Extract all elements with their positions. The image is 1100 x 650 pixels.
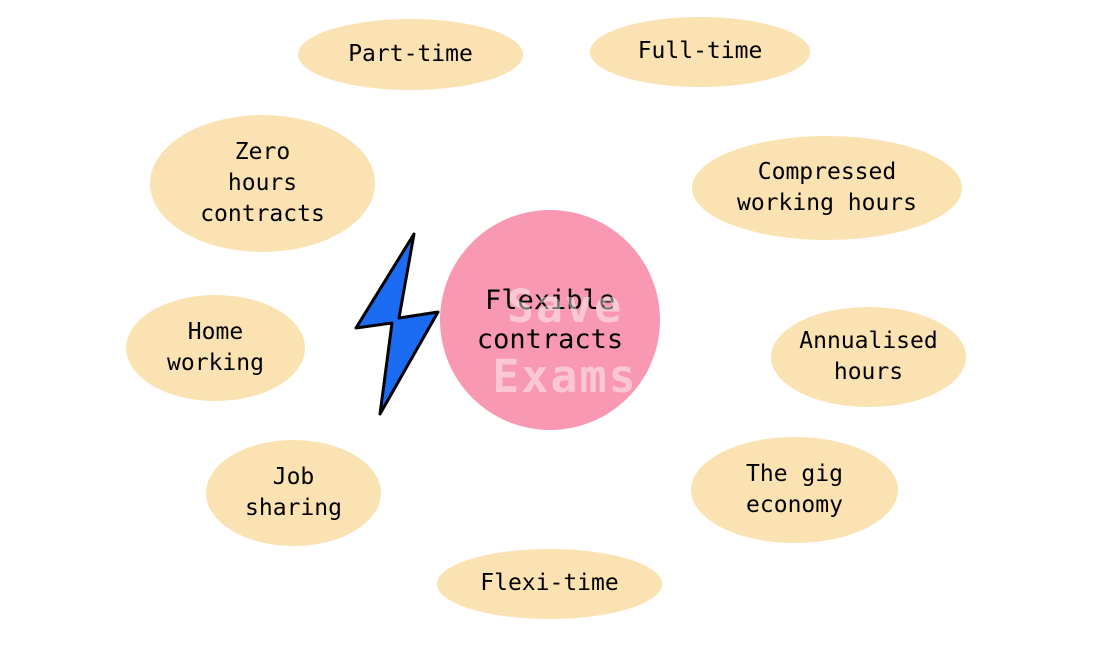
node-compressed-working-hours: Compressed working hours (692, 136, 962, 240)
node-home-working: Home working (126, 295, 305, 401)
lightning-bolt-icon (354, 232, 440, 416)
node-the-gig-economy: The gig economy (691, 437, 898, 543)
node-job-sharing: Job sharing (206, 440, 381, 546)
node-annualised-hours: Annualised hours (771, 307, 966, 407)
center-node-flexible-contracts: Flexible contracts (440, 210, 660, 430)
node-zero-hours-contracts: Zero hours contracts (150, 115, 375, 252)
node-part-time: Part-time (298, 19, 523, 90)
node-full-time: Full-time (590, 17, 810, 87)
node-flexi-time: Flexi-time (437, 549, 662, 619)
